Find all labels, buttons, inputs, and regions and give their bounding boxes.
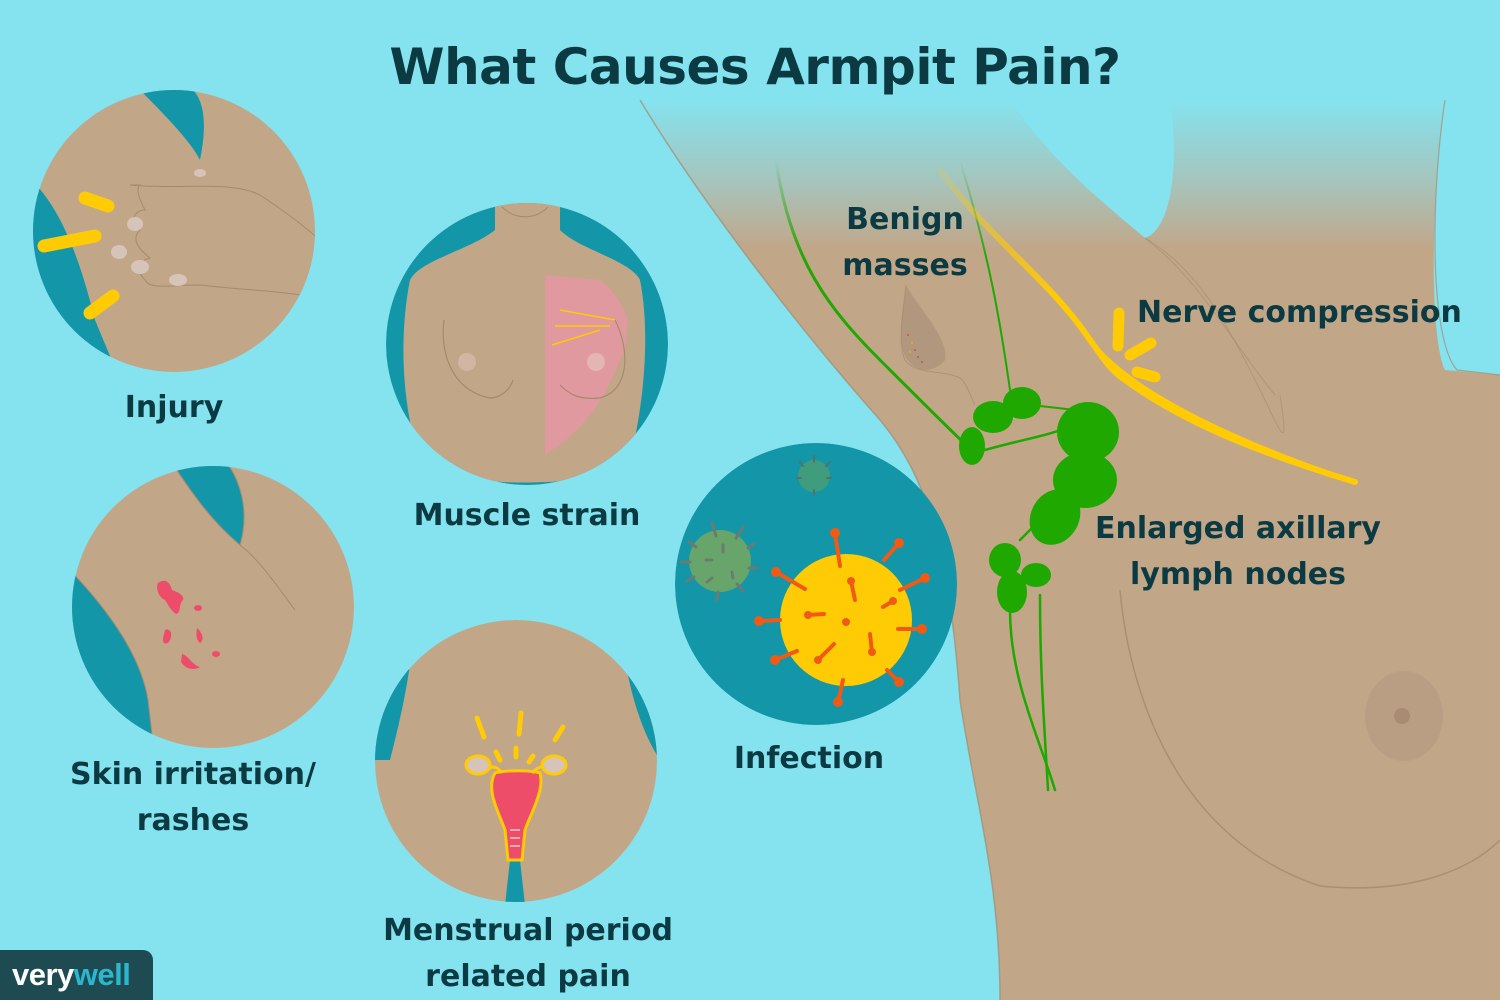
label-muscle-strain: Muscle strain — [397, 493, 657, 539]
nerve — [937, 167, 1358, 485]
lymph-nodes — [959, 387, 1119, 613]
logo-part-very: very — [12, 957, 74, 992]
menstrual-pain-marks — [474, 710, 566, 765]
injury-pain-marks — [37, 191, 120, 320]
logo-part-well: well — [73, 957, 131, 992]
green-virus-icon — [679, 521, 759, 602]
label-skin-irritation-line1: Skin irritation/ — [70, 757, 316, 792]
label-nerve-text: Nerve compression — [1137, 295, 1462, 330]
label-skin-irritation-line2: rashes — [136, 803, 250, 838]
lymphatic-vessels — [774, 158, 1076, 792]
label-menstrual: Menstrual period related pain — [378, 908, 678, 1000]
label-benign-masses: Benign masses — [835, 197, 975, 289]
label-benign-line2: masses — [842, 248, 968, 283]
label-infection: Infection — [709, 736, 909, 782]
label-menstrual-line1: Menstrual period — [383, 913, 673, 948]
verywell-logo: verywell — [0, 950, 153, 1000]
label-lymph-line2: lymph nodes — [1129, 557, 1347, 592]
label-muscle-strain-text: Muscle strain — [413, 498, 641, 533]
label-skin-irritation: Skin irritation/ rashes — [58, 752, 328, 844]
label-benign-line1: Benign — [846, 202, 964, 237]
label-infection-text: Infection — [733, 741, 885, 776]
skin-irritation-illustration — [72, 466, 354, 748]
rash-spots — [157, 580, 220, 670]
muscle-strain-illustration — [386, 203, 668, 485]
menstrual-illustration — [375, 620, 657, 902]
label-lymph-nodes: Enlarged axillary lymph nodes — [1088, 506, 1388, 598]
benign-mass-shape — [900, 284, 976, 406]
label-menstrual-line2: related pain — [425, 959, 631, 994]
nerve-pain-marks — [1112, 307, 1161, 383]
label-injury-text: Injury — [124, 390, 224, 425]
injury-illustration — [33, 90, 315, 372]
uterus-icon — [464, 754, 568, 862]
page-title: What Causes Armpit Pain? — [389, 38, 1121, 96]
label-lymph-line1: Enlarged axillary — [1095, 511, 1381, 546]
label-nerve-compression: Nerve compression — [1137, 290, 1462, 336]
label-injury: Injury — [74, 385, 274, 431]
torso-illustration — [639, 99, 1500, 1000]
yellow-virus-icon — [754, 528, 930, 707]
small-virus-icon — [796, 455, 832, 496]
